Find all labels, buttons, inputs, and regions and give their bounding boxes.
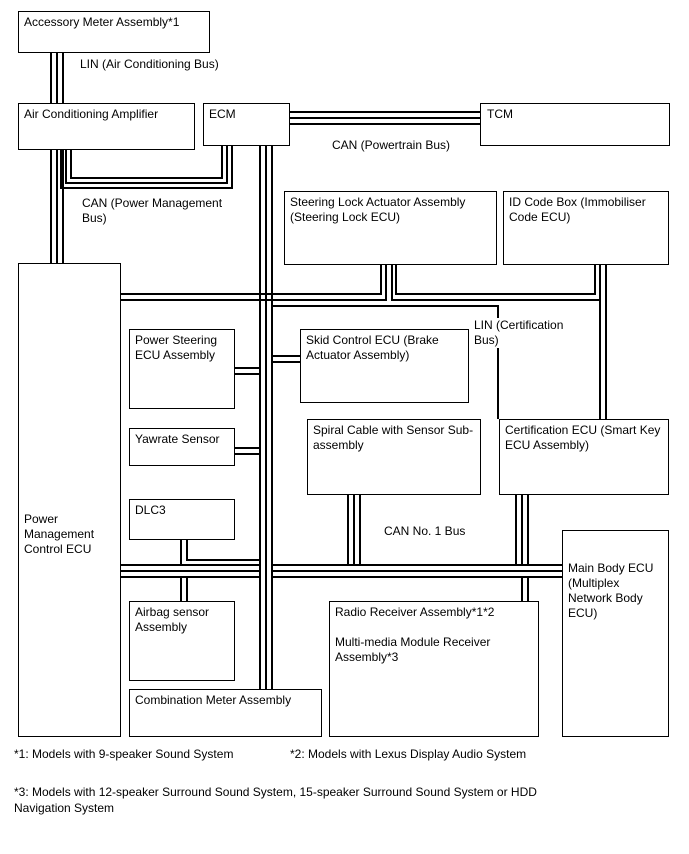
multimedia-receiver-label: Multi-media Module Receiver Assembly*3: [335, 635, 491, 664]
certification-ecu-label: Certification ECU (Smart Key ECU Assembl…: [505, 423, 661, 452]
id-code-box-label: ID Code Box (Immobiliser Code ECU): [509, 195, 646, 224]
ecm-box: ECM: [203, 103, 290, 146]
spiral-cable-label: Spiral Cable with Sensor Sub-assembly: [313, 423, 474, 452]
dlc3-box: DLC3: [129, 499, 235, 540]
lin-ac-bus-label: LIN (Air Conditioning Bus): [80, 57, 219, 72]
yawrate-sensor-label: Yawrate Sensor: [135, 432, 220, 446]
lin-certification-bus-line: [272, 305, 499, 419]
can-powertrain-bus-label: CAN (Powertrain Bus): [332, 138, 451, 153]
combination-meter-label: Combination Meter Assembly: [135, 693, 292, 707]
main-body-ecu-box: Main Body ECU (Multiplex Network Body EC…: [562, 530, 669, 737]
ecm-label: ECM: [209, 107, 236, 121]
power-management-control-ecu-box: Power Management Control ECU: [18, 263, 121, 737]
power-management-control-ecu-label: Power Management Control ECU: [24, 512, 95, 556]
certification-ecu-box: Certification ECU (Smart Key ECU Assembl…: [499, 419, 669, 495]
skid-control-box: Skid Control ECU (Brake Actuator Assembl…: [300, 329, 469, 403]
can-backbone-line: [121, 128, 607, 695]
accessory-meter-label: Accessory Meter Assembly*1: [24, 15, 180, 29]
radio-receiver-label: Radio Receiver Assembly*1*2: [335, 605, 495, 619]
skid-control-label: Skid Control ECU (Brake Actuator Assembl…: [306, 333, 439, 362]
airbag-sensor-box: Airbag sensor Assembly: [129, 601, 235, 681]
can-powertrain-bus-line: [265, 111, 483, 125]
dlc3-label: DLC3: [135, 503, 166, 517]
power-steering-label: Power Steering ECU Assembly: [135, 333, 218, 362]
accessory-meter-box: Accessory Meter Assembly*1: [18, 11, 210, 53]
footnote-1: *1: Models with 9-speaker Sound System: [14, 747, 234, 761]
airbag-sensor-label: Airbag sensor Assembly: [135, 605, 210, 634]
tcm-box: TCM: [480, 103, 670, 146]
main-body-ecu-label: Main Body ECU (Multiplex Network Body EC…: [568, 561, 654, 620]
steering-lock-label: Steering Lock Actuator Assembly (Steerin…: [290, 195, 466, 224]
id-code-box: ID Code Box (Immobiliser Code ECU): [503, 191, 669, 265]
can-power-management-bus-label: CAN (Power Management Bus): [82, 196, 247, 226]
lin-ac-bus-line: [50, 53, 64, 103]
tcm-label: TCM: [487, 107, 513, 121]
footnote-2: *2: Models with Lexus Display Audio Syst…: [290, 747, 527, 761]
lin-certification-bus-label: LIN (Certification Bus): [474, 318, 564, 348]
steering-lock-box: Steering Lock Actuator Assembly (Steerin…: [284, 191, 497, 265]
ac-amplifier-label: Air Conditioning Amplifier: [24, 107, 159, 121]
radio-receiver-box: Radio Receiver Assembly*1*2 Multi-media …: [329, 601, 539, 737]
combination-meter-box: Combination Meter Assembly: [129, 689, 322, 737]
can-no1-bus-label: CAN No. 1 Bus: [384, 524, 466, 539]
spiral-cable-box: Spiral Cable with Sensor Sub-assembly: [307, 419, 481, 495]
yawrate-sensor-box: Yawrate Sensor: [129, 428, 235, 466]
can-power-management-bus-line: [50, 146, 233, 263]
footnote-3: *3: Models with 12-speaker Surround Soun…: [14, 785, 537, 815]
ac-amplifier-box: Air Conditioning Amplifier: [18, 103, 195, 150]
power-steering-box: Power Steering ECU Assembly: [129, 329, 235, 409]
